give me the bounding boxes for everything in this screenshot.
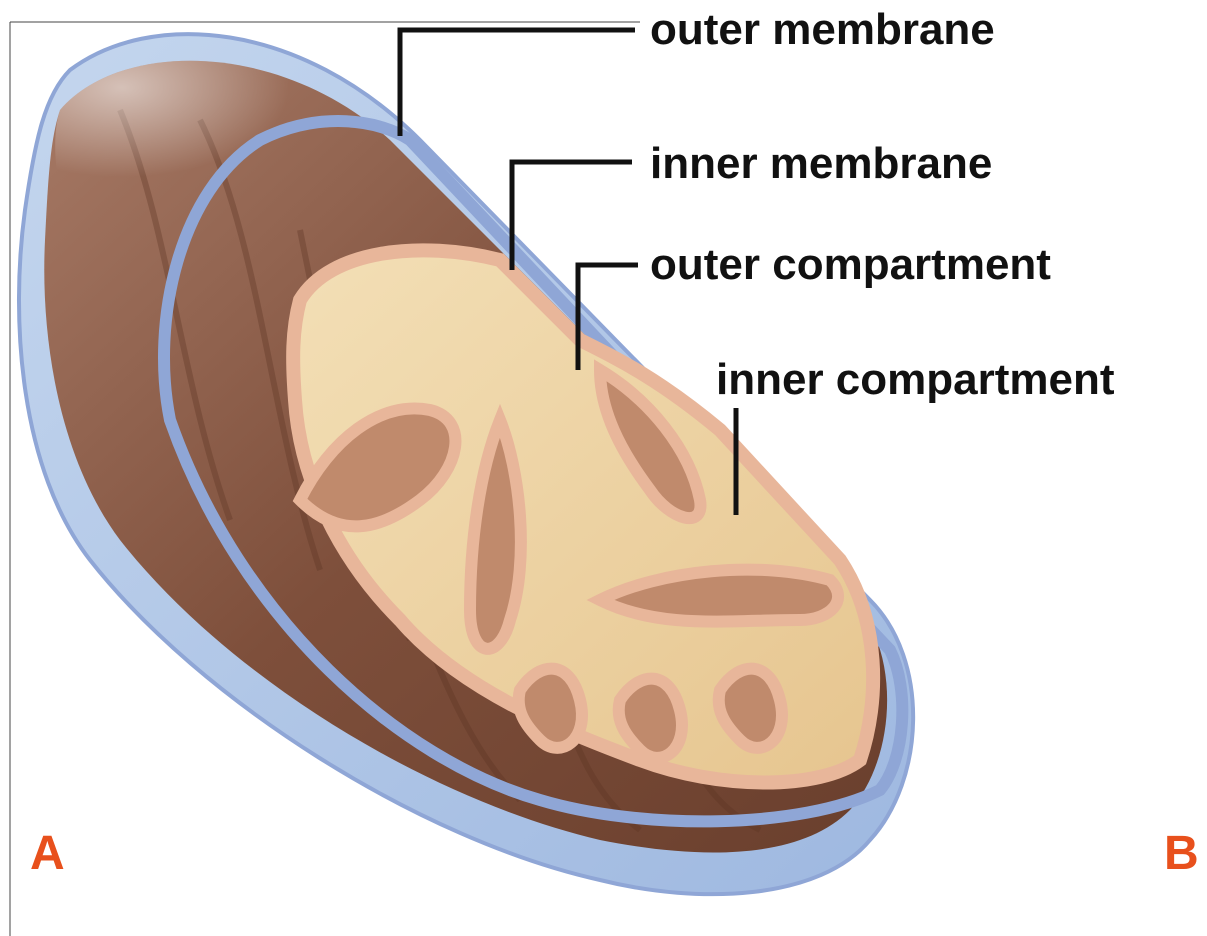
- label-inner-membrane: inner membrane: [650, 142, 992, 186]
- label-outer-membrane: outer membrane: [650, 8, 995, 52]
- end-label-b: B: [1164, 830, 1199, 878]
- label-inner-compartment: inner compartment: [716, 358, 1115, 402]
- label-outer-compartment: outer compartment: [650, 243, 1051, 287]
- leader-outer-membrane: [400, 30, 635, 136]
- end-label-a: A: [30, 830, 65, 878]
